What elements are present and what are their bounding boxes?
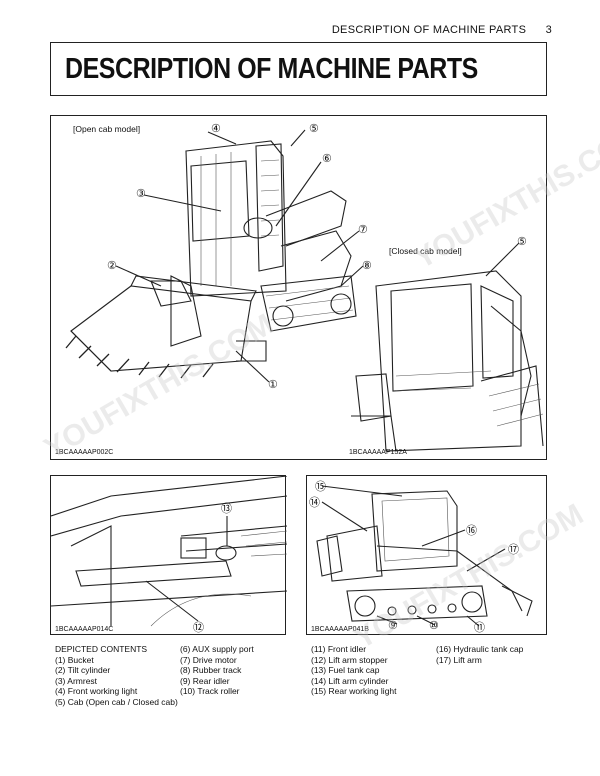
contents-item: (16) Hydraulic tank cap (436, 644, 524, 654)
open-cab-frame (185, 140, 287, 297)
callout-16: ⑯ (466, 525, 477, 537)
callout-3: ③ (136, 188, 146, 200)
contents-item: (1) Bucket (55, 654, 94, 665)
contents-column-4: (16) Hydraulic tank cap (17) Lift arm (436, 644, 523, 665)
callout-7: ⑦ (358, 224, 368, 236)
contents-item: (13) Fuel tank cap (311, 665, 380, 676)
title-box: DESCRIPTION OF MACHINE PARTS (50, 42, 547, 96)
contents-column-3: (11) Front idler (12) Lift arm stopper (… (311, 644, 397, 697)
fuel-tank-cap-shape (215, 545, 237, 561)
contents-item: (10) Track roller (180, 686, 240, 697)
callout-10: ⑩ (429, 620, 439, 632)
contents-column-2: (6) AUX supply port (7) Drive motor (8) … (180, 644, 254, 697)
contents-item: (7) Drive motor (180, 654, 237, 665)
callout-14: ⑭ (309, 497, 320, 509)
lift-arm-stopper-shape (75, 560, 232, 587)
contents-item: (5) Cab (Open cab / Closed cab) (55, 696, 178, 707)
contents-item: (9) Rear idler (180, 675, 230, 686)
callout-5b: ⑤ (517, 236, 527, 248)
contents-item: (2) Tilt cylinder (55, 665, 111, 676)
callout-1: ① (268, 379, 278, 391)
contents-item: (6) AUX supply port (180, 644, 254, 654)
callout-17: ⑰ (508, 544, 519, 556)
figure-code-bottom-left: 1BCAAAAAP014C (55, 626, 114, 633)
track-side (346, 585, 488, 622)
callout-5: ⑤ (309, 123, 319, 135)
callout-8: ⑧ (362, 260, 372, 272)
figure-code-left: 1BCAAAAAP002C (55, 449, 114, 456)
callout-12: ⑫ (193, 622, 204, 634)
figure-code-bottom-right: 1BCAAAAAP041B (311, 626, 369, 633)
lift-arm-side (376, 545, 523, 612)
closed-cab-frame (375, 270, 522, 452)
detail-figure-left: ⑬ ⑫ 1BCAAAAAP014C (50, 475, 287, 635)
callout-2: ② (107, 260, 117, 272)
contents-item: (3) Armrest (55, 675, 98, 686)
callout-11: ⑪ (474, 622, 485, 634)
callout-4: ④ (211, 123, 221, 135)
callout-6: ⑥ (322, 153, 332, 165)
machine-side-illustration (316, 485, 533, 627)
page-title: DESCRIPTION OF MACHINE PARTS (65, 53, 478, 85)
closed-cab-side (371, 490, 458, 572)
callout-15: ⑮ (315, 481, 326, 493)
main-figure: [Open cab model] [Closed cab model] ① ② … (50, 115, 547, 460)
rubber-track-right (480, 365, 544, 447)
lift-arm-detail-illustration (51, 476, 287, 627)
machine-illustration (65, 129, 544, 452)
contents-item: (17) Lift arm (436, 654, 482, 665)
contents-item: (15) Rear working light (311, 686, 397, 697)
figure-code-right: 1BCAAAAAP152A (349, 449, 407, 456)
callout-9: ⑨ (388, 620, 398, 632)
open-cab-label: [Open cab model] (73, 124, 141, 134)
page-number: 3 (545, 24, 552, 36)
closed-cab-label: [Closed cab model] (389, 246, 462, 256)
callout-13: ⑬ (221, 503, 232, 515)
running-header: DESCRIPTION OF MACHINE PARTS 3 (332, 24, 552, 36)
contents-item: (14) Lift arm cylinder (311, 675, 389, 686)
contents-item: (11) Front idler (311, 644, 367, 654)
detail-figure-right: ⑮ ⑭ ⑯ ⑰ ⑨ ⑩ ⑪ 1BCAAAAAP041B (306, 475, 547, 635)
contents-item: (4) Front working light (55, 686, 138, 697)
contents-column-1: DEPICTED CONTENTS (1) Bucket (2) Tilt cy… (55, 644, 178, 708)
contents-item: (12) Lift arm stopper (311, 654, 388, 665)
contents-item: (8) Rubber track (180, 665, 242, 676)
contents-heading: DEPICTED CONTENTS (55, 644, 148, 654)
rubber-track-left (260, 275, 357, 332)
section-title: DESCRIPTION OF MACHINE PARTS (331, 24, 527, 36)
